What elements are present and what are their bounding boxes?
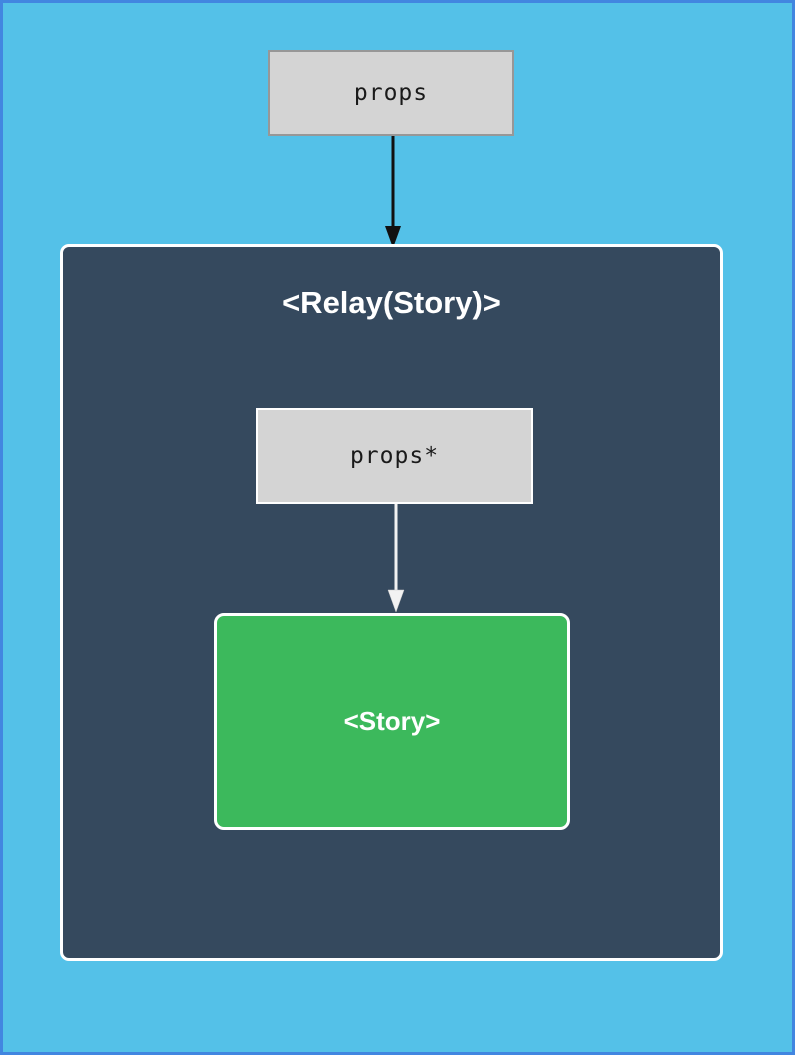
props-label: props (353, 80, 429, 106)
inner-props-label: props* (349, 443, 440, 469)
arrow-down-icon (387, 504, 405, 612)
story-box: <Story> (214, 613, 570, 830)
relay-title: <Relay(Story)> (282, 285, 501, 320)
props-box: props (268, 50, 514, 136)
relay-container: <Relay(Story)> props* <Story> (60, 244, 723, 961)
arrow-down-icon (385, 136, 401, 248)
story-label: <Story> (343, 706, 441, 736)
inner-props-box: props* (256, 408, 533, 504)
